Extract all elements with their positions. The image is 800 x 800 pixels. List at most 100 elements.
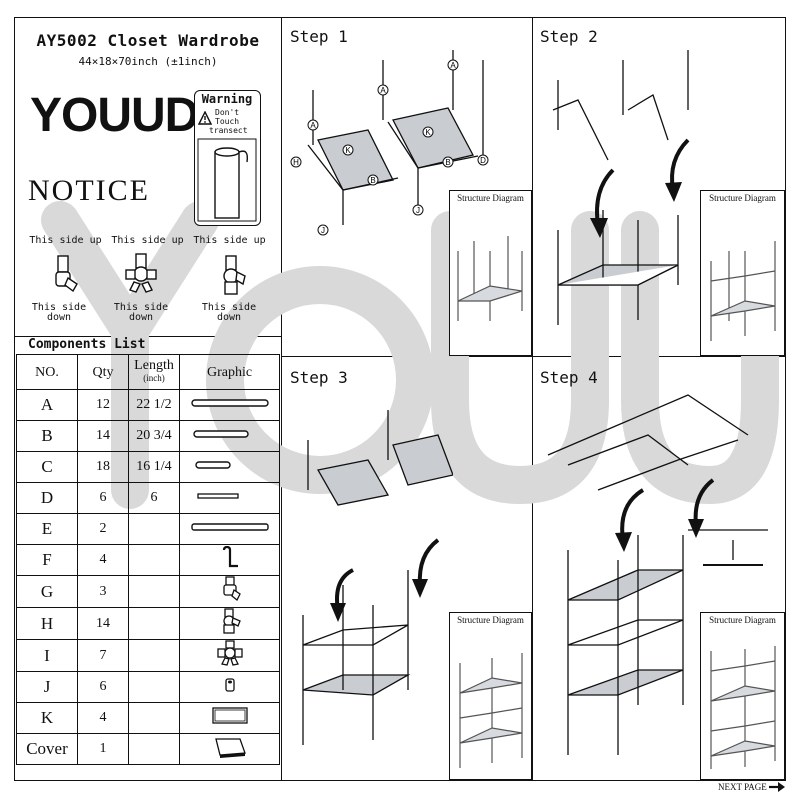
svg-text:A: A [310,121,316,130]
three-way-connector-icon [222,608,241,634]
part-graphic [179,671,280,703]
elbow-connector-icon [222,576,241,602]
part-qty: 18 [77,451,129,483]
four-way-connector-icon [216,640,243,666]
part-no: Cover [16,733,78,765]
step1-title: Step 1 [290,27,348,46]
notice-down-text-1a: This side [31,302,87,313]
svg-text:D: D [480,156,486,165]
medium-tube-icon [192,429,249,438]
part-length [128,671,180,703]
notice-title: NOTICE [28,174,150,207]
part-qty: 6 [77,671,129,703]
cover-icon [214,737,246,758]
part-graphic [179,575,280,608]
notice-up-label-1: This side up [29,235,102,246]
notice-down-text-2a: This side [113,302,169,313]
step3-structure-diagram: Structure Diagram [449,612,532,780]
table-row: C 18 16 1/4 [16,451,280,483]
arrow-right-icon [769,782,785,792]
step1-assembly-diagram: A A A K K B B H J J D [290,50,489,236]
header-length: Length (inch) [128,354,180,390]
svg-text:J: J [416,206,420,215]
svg-text:A: A [450,61,456,70]
notice-down-text-1b: down [46,312,72,323]
header-length-unit: (inch) [143,373,165,383]
warning-triangle-icon [198,111,212,125]
part-no: A [16,389,78,421]
part-graphic [179,607,280,640]
header-graphic: Graphic [179,354,280,390]
step3-structure-label: Structure Diagram [457,615,524,625]
svg-text:K: K [425,128,431,137]
step3-structure-sketch [459,653,523,768]
step4-structure-label: Structure Diagram [709,615,776,625]
part-qty: 1 [77,733,129,765]
cross-orientation-icon [125,253,157,293]
brand-logo: YOUUD [30,86,199,146]
part-graphic [179,482,280,514]
elbow-orientation-icon [55,255,78,293]
part-graphic [179,389,280,421]
svg-text:B: B [370,176,375,185]
part-length: 6 [128,482,180,514]
notice-down-text-3b: down [216,312,242,323]
part-qty: 14 [77,607,129,640]
step3-assembly-diagram [302,410,453,745]
header-length-text: Length [134,358,174,373]
part-no: I [16,639,78,672]
warning-title: Warning [201,92,253,106]
header-no: NO. [16,354,78,390]
notice-down-label-2: This side down [110,303,172,323]
part-length [128,575,180,608]
table-row: F 4 [16,544,280,576]
step4-assembly-diagram [547,394,768,755]
notice-down-label-1: This side down [28,303,90,323]
warning-box: Warning Don't Touch transect [194,90,261,226]
step2-assembly-diagram [552,50,690,325]
step2-structure-label: Structure Diagram [709,193,776,203]
part-length: 16 1/4 [128,451,180,483]
part-graphic [179,733,280,765]
pipe-cut-icon [197,138,257,222]
part-graphic [179,639,280,672]
part-length [128,733,180,765]
step2-structure-sketch [710,241,776,341]
svg-text:J: J [321,226,325,235]
part-no: H [16,607,78,640]
part-length [128,607,180,640]
part-graphic [179,420,280,452]
table-row: J 6 [16,671,280,703]
step1-structure-diagram: Structure Diagram [449,190,532,356]
step3-title: Step 3 [290,368,348,387]
part-graphic [179,451,280,483]
step1-structure-label: Structure Diagram [457,193,524,203]
table-row: Cover 1 [16,733,280,765]
part-qty: 4 [77,544,129,576]
dimensions-label: 44×18×70inch (±1inch) [78,55,218,68]
part-no: F [16,544,78,576]
notice-up-label-2: This side up [111,235,184,246]
warning-line-3: transect [209,126,248,135]
part-no: J [16,671,78,703]
step4-structure-sketch [710,646,776,769]
part-no: D [16,482,78,514]
rod-icon [196,492,239,499]
part-length: 20 3/4 [128,420,180,452]
notice-down-label-3: This side down [198,303,260,323]
svg-text:A: A [380,86,386,95]
next-page-label: NEXT PAGE [718,782,767,792]
warning-line-1: Don't [215,108,240,117]
part-no: E [16,513,78,545]
components-header-row: NO. Qty Length (inch) Graphic [16,354,280,390]
header-qty: Qty [77,354,129,390]
part-qty: 4 [77,702,129,734]
components-title: Components List [28,337,146,352]
table-row: E 2 [16,513,280,545]
step1-structure-sketch [457,236,523,321]
components-table: NO. Qty Length (inch) Graphic A 12 22 1/… [16,354,280,765]
part-graphic [179,702,280,734]
table-row: D 6 6 [16,482,280,514]
part-qty: 6 [77,482,129,514]
